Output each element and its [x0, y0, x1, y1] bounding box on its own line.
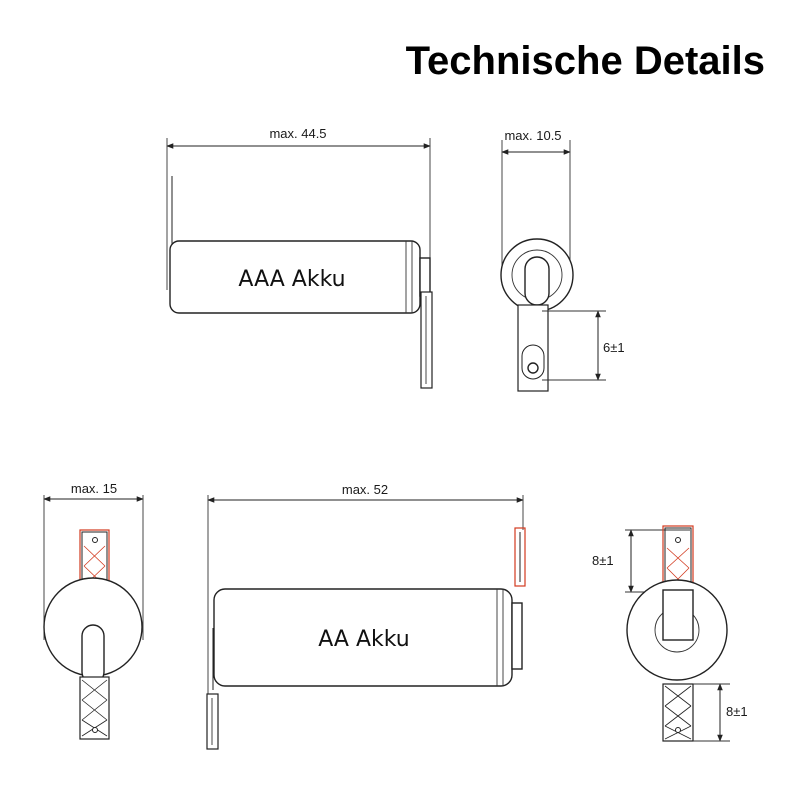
- aa-bottom-tab-dimension: 8±1: [726, 704, 748, 719]
- aaa-end-view: max. 10.5 6±1: [500, 128, 625, 392]
- aa-width-dimension: max. 15: [71, 481, 117, 496]
- aa-top-tab-dimension: 8±1: [592, 553, 614, 568]
- aaa-end-tab: [517, 304, 549, 392]
- page-title: Technische Details: [406, 39, 765, 83]
- aaa-diameter-dimension: max. 10.5: [504, 128, 561, 143]
- aaa-battery-label: AAA Akku: [238, 267, 345, 292]
- aaa-solder-tab: [420, 291, 433, 389]
- aa-side-top-tab: [514, 527, 526, 587]
- aaa-tab-dimension: 6±1: [603, 340, 625, 355]
- aa-right-end-view: 8±1 8±1: [592, 525, 748, 742]
- aa-side-view: max. 52 AA Akku: [206, 482, 526, 750]
- aaa-side-view: max. 44.5 AAA Akku: [166, 126, 433, 389]
- aa-side-bottom-tab: [206, 693, 219, 750]
- aaa-length-dimension: max. 44.5: [269, 126, 326, 141]
- aa-length-dimension: max. 52: [342, 482, 388, 497]
- aa-battery-label: AA Akku: [318, 627, 410, 652]
- aa-left-end-view: max. 15: [43, 481, 144, 740]
